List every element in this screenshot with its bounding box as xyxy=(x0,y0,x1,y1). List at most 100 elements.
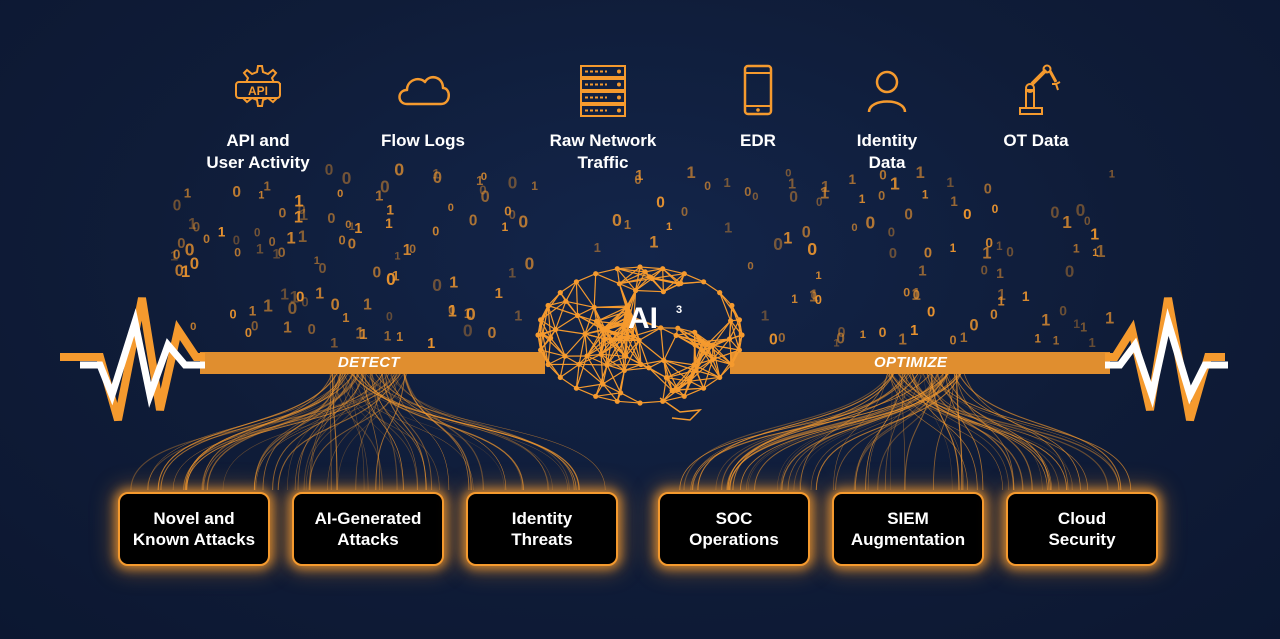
brain-edge xyxy=(595,273,620,285)
brain-edge xyxy=(584,328,603,335)
brain-edge xyxy=(602,315,631,330)
brain-edge xyxy=(584,307,595,335)
fan-line xyxy=(800,373,888,491)
brain-node xyxy=(676,281,682,287)
fan-line xyxy=(385,373,507,491)
binary-digit: 0 xyxy=(481,188,490,206)
source-identity-data: Identity Data xyxy=(802,60,972,174)
brain-node xyxy=(557,374,563,380)
binary-digit: 1 xyxy=(188,216,197,233)
brain-node xyxy=(710,342,716,348)
binary-digit: 1 xyxy=(502,220,509,234)
brain-node xyxy=(637,264,643,270)
binary-digit: 1 xyxy=(170,248,178,264)
brain-node xyxy=(658,325,664,331)
brain-node xyxy=(633,287,639,294)
brain-node xyxy=(660,266,666,272)
binary-digit: 1 xyxy=(476,173,483,188)
robot-arm-icon xyxy=(1019,64,1061,115)
fan-line xyxy=(294,373,355,491)
fan-line xyxy=(262,373,341,491)
right-wave-icon xyxy=(1105,297,1228,422)
brain-edge xyxy=(662,268,680,285)
binary-digit: 0 xyxy=(1050,204,1059,222)
source-edr: EDR xyxy=(673,60,843,152)
binary-digit: 1 xyxy=(403,242,412,259)
binary-digit: 0 xyxy=(1065,262,1074,281)
fan-line xyxy=(747,373,961,491)
brain-node xyxy=(717,290,723,296)
brain-edge xyxy=(660,327,677,336)
brain-edge xyxy=(559,281,577,294)
fan-line xyxy=(206,373,360,491)
binary-digit: 0 xyxy=(190,321,196,333)
brain-node xyxy=(638,361,644,368)
binary-digit: 1 xyxy=(1062,212,1072,232)
brain-edge xyxy=(640,359,664,366)
fan-line xyxy=(186,373,348,491)
brain-edge xyxy=(577,314,603,330)
fan-line xyxy=(341,373,369,491)
brain-edge xyxy=(676,331,695,336)
brain-edge xyxy=(633,327,661,337)
fan-line xyxy=(404,373,485,491)
brain-edge xyxy=(706,320,732,345)
fan-line xyxy=(955,373,963,491)
fan-line xyxy=(889,373,1003,491)
brain-edge xyxy=(662,268,685,275)
brain-edge xyxy=(577,306,595,317)
binary-digit: 0 xyxy=(339,233,346,248)
brain-edge xyxy=(701,341,714,360)
binary-digit: 1 xyxy=(996,265,1004,281)
binary-digit: 0 xyxy=(463,320,473,340)
brain-node xyxy=(699,339,706,345)
brain-edge xyxy=(617,268,650,278)
binary-digit: 0 xyxy=(879,324,887,340)
binary-digit: 0 xyxy=(433,169,442,187)
fan-line xyxy=(403,373,472,491)
brain-edge xyxy=(663,359,691,382)
binary-digit: 0 xyxy=(190,254,199,273)
person-icon xyxy=(867,70,907,113)
binary-digit: 1 xyxy=(294,193,303,211)
brain-edge xyxy=(617,266,641,270)
fan-line xyxy=(884,373,908,491)
brain-edge xyxy=(577,315,586,335)
brain-edge xyxy=(547,304,578,317)
binary-digit: 1 xyxy=(330,335,338,351)
brain-edge xyxy=(555,314,578,331)
binary-digit: 0 xyxy=(298,202,306,218)
brain-edge xyxy=(663,360,673,391)
fan-line xyxy=(901,373,906,491)
brain-node xyxy=(618,335,624,341)
brain-edge xyxy=(602,310,629,330)
binary-digit: 1 xyxy=(294,208,303,226)
brain-node xyxy=(563,298,569,304)
binary-digit: 1 xyxy=(359,326,367,343)
brain-edge xyxy=(689,359,714,382)
fan-line xyxy=(337,373,400,491)
binary-digit: 0 xyxy=(888,224,895,239)
binary-digit: 0 xyxy=(866,212,876,232)
brain-node xyxy=(598,351,604,357)
binary-digit: 1 xyxy=(184,186,192,201)
brain-node xyxy=(710,356,716,363)
fan-line xyxy=(721,373,909,491)
brain-edge xyxy=(731,305,740,321)
brain-edge xyxy=(586,340,612,357)
binary-digit: 1 xyxy=(860,329,866,341)
binary-digit: 0 xyxy=(773,234,783,254)
brain-edge xyxy=(624,363,642,371)
binary-digit: 1 xyxy=(1073,241,1080,255)
binary-digit: 1 xyxy=(898,331,907,348)
source-api-user-activity: API API and User Activity xyxy=(173,60,343,174)
fan-line xyxy=(953,373,1081,491)
brain-node xyxy=(691,362,697,368)
brain-edge xyxy=(730,320,743,336)
brain-edge xyxy=(648,367,673,391)
brain-edge xyxy=(586,355,608,366)
fan-line xyxy=(185,373,401,491)
binary-digit: 0 xyxy=(448,303,455,318)
binary-digit: 0 xyxy=(337,188,343,200)
